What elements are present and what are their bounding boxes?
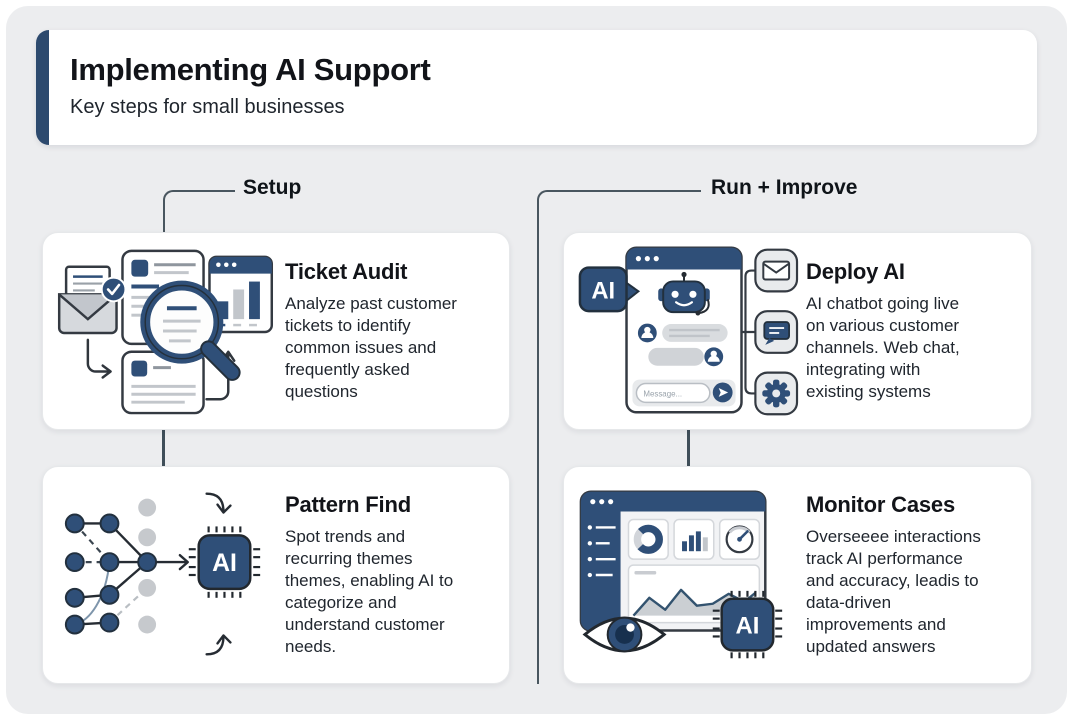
- message-placeholder: Message...: [643, 389, 682, 398]
- channel-email: [754, 248, 799, 293]
- magnifier-icon: [140, 280, 241, 381]
- ticket-audit-illustration: [43, 243, 285, 419]
- message-input: Message...: [632, 379, 736, 407]
- card-description: Overseeee interactions track AI performa…: [806, 527, 981, 656]
- card-title: Ticket Audit: [285, 259, 408, 284]
- ai-chip-label: AI: [736, 612, 760, 639]
- ticket-audit-art: [57, 249, 274, 415]
- neural-network-icon: [64, 498, 158, 635]
- card-monitor-cases: AI Monitor Cases Overseeee interactions …: [563, 466, 1032, 684]
- deploy-ai-art: Message... AI: [578, 246, 799, 416]
- curved-arrow-down: [205, 492, 232, 514]
- deploy-ai-illustration: Message... AI: [564, 241, 806, 421]
- arrow-right: [155, 553, 189, 571]
- envelope-icon: [762, 260, 791, 281]
- ai-chip-label: AI: [212, 550, 237, 577]
- gauge-icon: [718, 518, 761, 560]
- bar-chart-icon: [673, 518, 715, 560]
- channel-settings: [754, 371, 799, 416]
- column-label-run-improve: Run + Improve: [711, 176, 858, 199]
- monitor-cases-art: AI: [579, 490, 783, 659]
- chat-message-row: [637, 323, 728, 343]
- chat-bubble-icon: [763, 321, 790, 345]
- card-deploy-ai: Message... AI: [563, 232, 1032, 430]
- document-icon: [121, 350, 205, 415]
- envelope-icon: [57, 265, 127, 335]
- sidebar-menu: [587, 525, 616, 578]
- donut-chart-icon: [627, 518, 669, 560]
- page-title: Implementing AI Support: [70, 52, 431, 87]
- connector-line-right: [687, 428, 690, 466]
- header-accent-bar: [36, 30, 49, 145]
- card-title: Monitor Cases: [806, 492, 955, 517]
- ai-chip-icon: AI: [712, 590, 783, 659]
- ai-bubble-label: AI: [591, 277, 615, 304]
- connector-line-left: [162, 428, 165, 466]
- dashboard-window: [579, 490, 767, 632]
- card-description: AI chatbot going live on various custome…: [806, 294, 960, 401]
- setup-bracket-line: [163, 190, 235, 234]
- channel-chat: [754, 310, 799, 354]
- card-pattern-find: AI Pattern Find Spot trends and recurrin…: [42, 466, 510, 684]
- chat-message-row: [648, 347, 724, 367]
- column-label-setup: Setup: [243, 176, 302, 199]
- gear-icon: [762, 379, 791, 408]
- eye-icon: [582, 616, 667, 653]
- curved-arrow-up: [205, 634, 232, 656]
- header-card: Implementing AI Support Key steps for sm…: [36, 30, 1037, 145]
- arrow-down-right: [86, 338, 112, 379]
- pattern-find-illustration: AI: [43, 485, 285, 665]
- ai-chip-icon: AI: [188, 526, 261, 598]
- card-description: Analyze past customer tickets to identif…: [285, 294, 457, 401]
- card-description: Spot trends and recurring themes themes,…: [285, 527, 454, 656]
- robot-icon: [658, 271, 710, 316]
- card-title: Deploy AI: [806, 259, 905, 284]
- send-icon: [712, 382, 733, 403]
- check-badge-icon: [100, 276, 127, 303]
- card-title: Pattern Find: [285, 492, 411, 517]
- page-subtitle: Key steps for small businesses: [70, 96, 345, 118]
- run-improve-bracket-line: [537, 190, 701, 684]
- channel-connector-line: [741, 269, 756, 395]
- monitor-cases-illustration: AI: [564, 485, 806, 665]
- pattern-find-art: AI: [64, 492, 261, 656]
- chat-window: Message...: [625, 246, 743, 414]
- card-ticket-audit: Ticket Audit Analyze past customer ticke…: [42, 232, 510, 430]
- bar-chart-window-icon: [208, 255, 274, 334]
- ai-bubble-icon: AI: [578, 266, 641, 313]
